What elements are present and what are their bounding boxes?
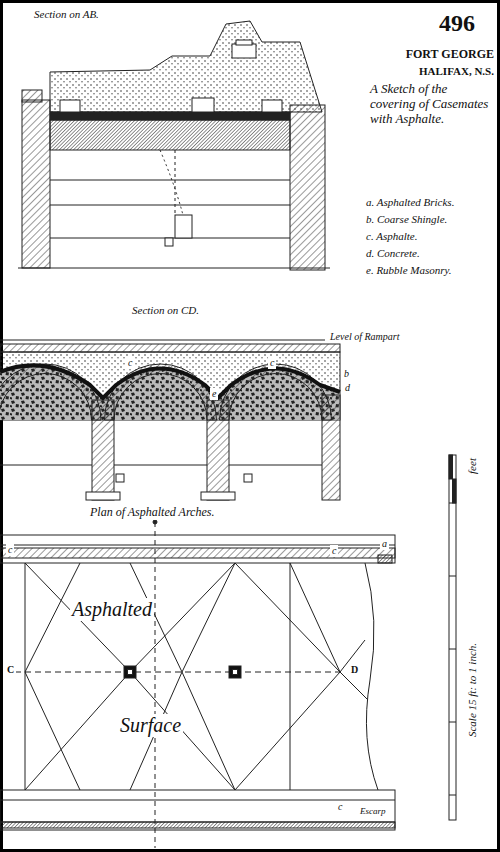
section-ab [18,21,330,270]
surface-label: Surface [118,714,183,737]
annotation: a. Asphalted Bricks. [364,196,456,209]
annotation: a [380,538,389,550]
annotation: e. Rubble Masonry. [364,264,454,277]
section-cd [0,340,340,500]
annotation: c [336,801,344,813]
annotation: Section on CD. [130,304,201,317]
annotation: d. Concrete. [364,247,422,260]
scale-bar [449,455,456,820]
annotation: Level of Rampart [328,331,401,343]
annotation: c [330,545,338,557]
annotation: d [343,382,352,394]
annotation: e [210,388,218,400]
scale-label: feet [466,456,479,476]
annotation: Plan of Asphalted Arches. [88,506,216,520]
scale-label: Scale 15 ft: to 1 inch. [466,641,479,739]
annotation: D [349,664,360,676]
annotation: HALIFAX, N.S. [417,65,496,78]
annotation: c [6,544,14,556]
plan-of-arches [0,520,395,848]
annotation: b [342,368,351,380]
annotation: Escarp [358,806,388,816]
annotation: C [5,664,16,676]
annotation: c [268,357,276,369]
annotation: c [126,357,134,369]
annotation: b. Coarse Shingle. [364,213,449,226]
annotation: c. Asphalte. [364,230,419,243]
surface-label: Asphalted [70,598,154,621]
annotation: FORT GEORGE [404,48,496,62]
annotation: Section on AB. [32,8,101,21]
title: A Sketch of the covering of Casemates wi… [368,82,496,127]
surface-label: 496 [437,10,477,38]
